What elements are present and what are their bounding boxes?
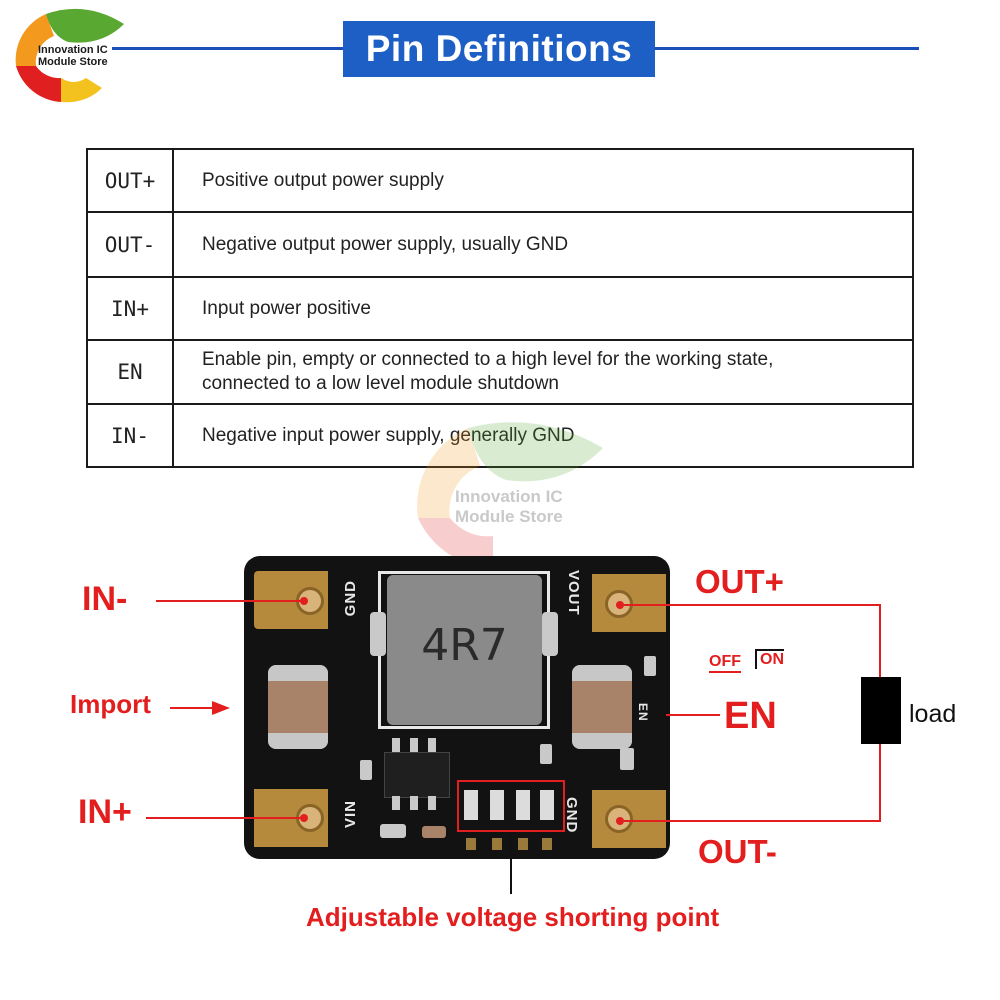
capacitor-terminal: [268, 665, 328, 681]
smd-resistor: [644, 656, 656, 676]
pin-description: Positive output power supply: [172, 148, 914, 213]
pin-description-line1: Enable pin, empty or connected to a high…: [202, 349, 774, 370]
page-title: Pin Definitions: [343, 21, 655, 77]
label-shorting-point: Adjustable voltage shorting point: [306, 902, 720, 932]
pin-table: OUT+ Positive output power supply OUT- N…: [86, 148, 914, 468]
inductor: [387, 575, 542, 725]
shorting-point-box: [457, 780, 565, 832]
silk-vout: VOUT: [565, 570, 582, 616]
pin-name: IN+: [86, 276, 174, 341]
table-row: IN- Negative input power supply, general…: [86, 403, 914, 468]
silk-gnd-right: GND: [563, 797, 580, 834]
silk-en: EN: [636, 703, 650, 722]
label-out-plus: OUT+: [695, 563, 784, 600]
load-resistor: [861, 677, 901, 744]
pin-description-line2: connected to a low level module shutdown: [202, 373, 560, 394]
leader-line-shorting: [510, 832, 512, 894]
ic-pin: [392, 738, 400, 752]
shorting-pad: [516, 790, 530, 820]
watermark-logo: [417, 422, 603, 568]
label-in-minus: IN-: [82, 580, 128, 618]
leader-line-in-minus: [156, 600, 302, 602]
capacitor-terminal: [268, 733, 328, 749]
leader-dot: [300, 597, 308, 605]
pin-name: EN: [86, 339, 174, 405]
capacitor-terminal: [572, 665, 632, 681]
ic-pin: [392, 796, 400, 810]
silk-vin: VIN: [342, 800, 359, 829]
switch-on-label: ON: [755, 649, 784, 669]
shorting-pad: [492, 838, 502, 850]
table-row: OUT- Negative output power supply, usual…: [86, 211, 914, 278]
leader-dot: [616, 817, 624, 825]
capacitor-terminal: [572, 733, 632, 749]
wire-right-vertical-top: [879, 604, 881, 677]
pin-name: OUT-: [86, 211, 174, 278]
pin-description: Negative input power supply, generally G…: [172, 403, 914, 468]
inductor-marking: 4R7: [421, 620, 508, 671]
label-in-plus: IN+: [78, 793, 132, 831]
header-rule-right: [654, 47, 919, 50]
wire-right-vertical-bottom: [879, 744, 881, 822]
table-row: IN+ Input power positive: [86, 276, 914, 341]
ic-pin: [410, 738, 418, 752]
leader-dot: [300, 814, 308, 822]
wire-out-minus: [622, 820, 881, 822]
regulator-ic: [384, 752, 450, 798]
shorting-pad: [490, 790, 504, 820]
inductor-terminal: [542, 612, 558, 656]
smd-resistor: [540, 744, 552, 764]
pin-name: IN-: [86, 403, 174, 468]
watermark-text: Innovation IC Module Store: [455, 487, 563, 526]
shorting-pad: [464, 790, 478, 820]
pin-description: Input power positive: [172, 276, 914, 341]
shorting-pad: [466, 838, 476, 850]
label-load: load: [909, 700, 957, 728]
smd-resistor: [620, 748, 634, 770]
table-row: OUT+ Positive output power supply: [86, 148, 914, 213]
header-rule-left: [112, 47, 344, 50]
store-logo: [15, 8, 124, 103]
pin-description: Negative output power supply, usually GN…: [172, 211, 914, 278]
smd-resistor: [422, 826, 446, 838]
switch-off-label: OFF: [709, 651, 741, 673]
smd-resistor: [380, 824, 406, 838]
silk-gnd-left: GND: [342, 580, 359, 617]
arrow-right-icon: [212, 701, 230, 715]
logo-text: Innovation IC Module Store: [38, 44, 108, 68]
label-import: Import: [70, 689, 151, 719]
smd-resistor: [360, 760, 372, 780]
ic-pin: [410, 796, 418, 810]
leader-line-in-plus: [146, 817, 302, 819]
shorting-pad: [542, 838, 552, 850]
shorting-pad: [540, 790, 554, 820]
table-row: EN Enable pin, empty or connected to a h…: [86, 339, 914, 405]
shorting-pad: [518, 838, 528, 850]
pin-description: Enable pin, empty or connected to a high…: [172, 339, 914, 405]
leader-line-en: [666, 714, 720, 716]
label-en: EN: [724, 695, 777, 737]
import-arrow-shaft: [170, 707, 214, 709]
label-out-minus: OUT-: [698, 833, 777, 870]
ic-pin: [428, 738, 436, 752]
capacitor-right: [572, 665, 632, 749]
pin-name: OUT+: [86, 148, 174, 213]
capacitor-left: [268, 665, 328, 749]
ic-pin: [428, 796, 436, 810]
wire-out-plus: [620, 604, 881, 606]
inductor-terminal: [370, 612, 386, 656]
